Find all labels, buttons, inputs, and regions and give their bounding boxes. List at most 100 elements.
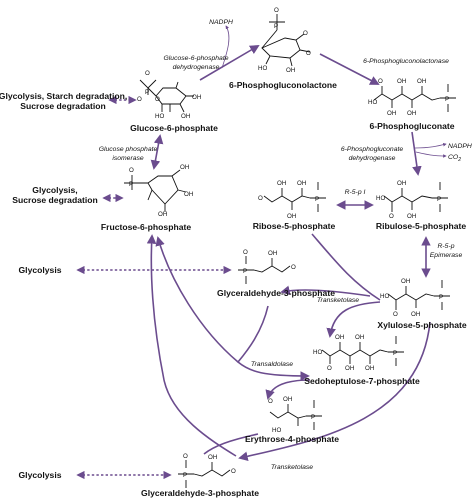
g6p-atom-o1: O	[145, 70, 150, 77]
side-gap2-glycolysis: Glycolysis	[19, 470, 62, 480]
arrow-nadph-1	[221, 25, 230, 69]
side-gap1-glycolysis: Glycolysis	[19, 265, 62, 275]
s7p-atom-oh1: OH	[335, 334, 344, 341]
enzyme-transaldolase: Transaldolase	[251, 361, 293, 368]
ru5p-atom-p: P	[437, 196, 441, 203]
arc-s7p-to-e4p	[265, 379, 311, 400]
g6p-atom-oh2: OH	[181, 113, 190, 120]
e4p-atom-ho: HO	[272, 427, 281, 434]
s7p-atom-p: P	[393, 350, 397, 357]
e4p-atom-p: P	[311, 414, 315, 421]
pg-atom-oh3: OH	[407, 110, 416, 117]
gap2-atom-oh: OH	[208, 454, 217, 461]
arrow-pg-to-ru5p	[411, 131, 422, 176]
enzyme-pgi-line2: isomerase	[112, 155, 144, 162]
g6p-atom-oh1: OH	[192, 94, 201, 101]
arc-tk1-to-gap1	[280, 285, 371, 297]
gap1-atom-p: P	[243, 268, 247, 275]
g6p-atom-p: P	[145, 89, 149, 96]
arrow-g6p-to-pgl	[199, 45, 260, 81]
enzyme-pgdh-line2: dehydrogenase	[349, 155, 396, 162]
ribose-5-phosphate-structure: O OH OH OH P	[258, 180, 326, 220]
r5p-atom-o: O	[258, 195, 263, 202]
arrow-g6p-f6p	[150, 134, 164, 170]
s7p-atom-oh2: OH	[345, 365, 354, 372]
enzyme-r5pe-line2: Epimerase	[430, 252, 463, 259]
arc-x5p-to-tk2	[238, 321, 431, 461]
r5p-atom-oh2: OH	[287, 213, 296, 220]
r5p-atom-oh3: OH	[297, 180, 306, 187]
co2-main: CO	[448, 154, 459, 161]
glyceraldehyde-3-phosphate-structure-1: O P OH O	[238, 249, 296, 284]
enzyme-pgdh-line1: 6-Phosphogluconate	[341, 146, 404, 153]
side-g6p-line2: Sucrose degradation	[20, 101, 105, 111]
arrow-pgl-to-pg	[319, 53, 380, 85]
ru5p-atom-o: O	[389, 213, 394, 220]
e4p-atom-oh1: OH	[283, 396, 292, 403]
gap1-atom-o1: O	[243, 249, 248, 256]
label-sedoheptulose-7-phosphate: Sedoheptulose-7-phosphate	[304, 376, 420, 386]
arc-r5p-to-tk1	[311, 233, 381, 301]
s7p-atom-o: O	[327, 365, 332, 372]
6-phosphogluconolactone-structure: O P O O HO OH	[258, 7, 311, 74]
g6p-atom-o3: O	[155, 96, 160, 103]
fructose-6-phosphate-structure: O P OH OH OH	[124, 164, 193, 218]
label-fructose-6-phosphate: Fructose-6-phosphate	[101, 222, 191, 232]
pg-atom-oh1: OH	[387, 110, 396, 117]
pgl-atom-ho: HO	[258, 65, 267, 72]
ru5p-atom-oh2: OH	[407, 213, 416, 220]
x5p-atom-p: P	[439, 294, 443, 301]
label-xylulose-5-phosphate: Xylulose-5-phosphate	[377, 320, 467, 330]
pgl-atom-o1: O	[274, 7, 279, 14]
cofactor-co2: CO2	[448, 154, 461, 163]
cofactor-nadph-1: NADPH	[209, 19, 233, 26]
label-ribulose-5-phosphate: Ribulose-5-phosphate	[376, 221, 466, 231]
cofactor-nadph-2: NADPH	[448, 143, 472, 150]
s7p-atom-oh3: OH	[355, 334, 364, 341]
pg-atom-oh4: OH	[417, 78, 426, 85]
x5p-atom-o: O	[393, 311, 398, 318]
g6p-atom-o2: O	[137, 96, 142, 103]
pg-atom-oh2: OH	[397, 78, 406, 85]
pg-atom-p: P	[445, 96, 449, 103]
enzyme-g6pdh-line1: Glucose-6-phosphate	[164, 55, 229, 62]
r5p-atom-p: P	[315, 196, 319, 203]
6-phosphogluconate-structure: HO O OH OH OH OH P	[368, 78, 456, 117]
f6p-atom-oh1: OH	[180, 164, 189, 171]
pg-atom-ho: HO	[368, 99, 377, 106]
enzyme-r5pi: R-5-p I	[345, 189, 366, 196]
side-f6p-line2: Sucrose degradation	[12, 195, 97, 205]
enzyme-transketolase-2: Transketolase	[271, 464, 313, 471]
erythrose-4-phosphate-structure: O OH HO P	[268, 396, 322, 434]
sedoheptulose-7-phosphate-structure: HO O OH OH OH OH P	[313, 334, 404, 372]
arc-tk1-to-s7p	[326, 301, 381, 338]
e4p-atom-o: O	[268, 398, 273, 405]
arc-tk2-to-f6p	[146, 234, 237, 457]
arc-e4p-to-tk2	[203, 433, 259, 455]
label-glucose-6-phosphate: Glucose-6-phosphate	[130, 123, 218, 133]
gap1-atom-oh: OH	[268, 250, 277, 257]
label-glyceraldehyde-3-phosphate-2: Glyceraldehyde-3-phosphate	[141, 488, 259, 498]
gap2-atom-p: P	[183, 472, 187, 479]
gap1-atom-o2: O	[291, 264, 296, 271]
enzyme-g6pdh-line2: dehydrogenase	[173, 64, 220, 71]
f6p-atom-oh3: OH	[158, 211, 167, 218]
pgl-atom-o3: O	[306, 50, 311, 57]
x5p-atom-oh2: OH	[411, 311, 420, 318]
label-glyceraldehyde-3-phosphate-1: Glyceraldehyde-3-phosphate	[217, 288, 335, 298]
pg-atom-o: O	[378, 78, 383, 85]
arrow-nadph-2	[414, 142, 447, 149]
xylulose-5-phosphate-structure: HO O OH OH P	[380, 278, 450, 318]
label-6-phosphogluconolactone: 6-Phosphogluconolactone	[229, 80, 337, 90]
gap2-atom-o2: O	[231, 468, 236, 475]
f6p-atom-p: P	[129, 181, 133, 188]
glyceraldehyde-3-phosphate-structure-2: O P OH O	[178, 453, 236, 488]
ribulose-5-phosphate-structure: HO O OH OH P	[376, 180, 448, 220]
pgl-atom-o2: O	[303, 30, 308, 37]
side-g6p-line1: Glycolysis, Starch degradation,	[0, 91, 127, 101]
gap2-atom-o1: O	[183, 453, 188, 460]
pgl-atom-p: P	[274, 23, 278, 30]
ru5p-atom-ho: HO	[376, 195, 385, 202]
